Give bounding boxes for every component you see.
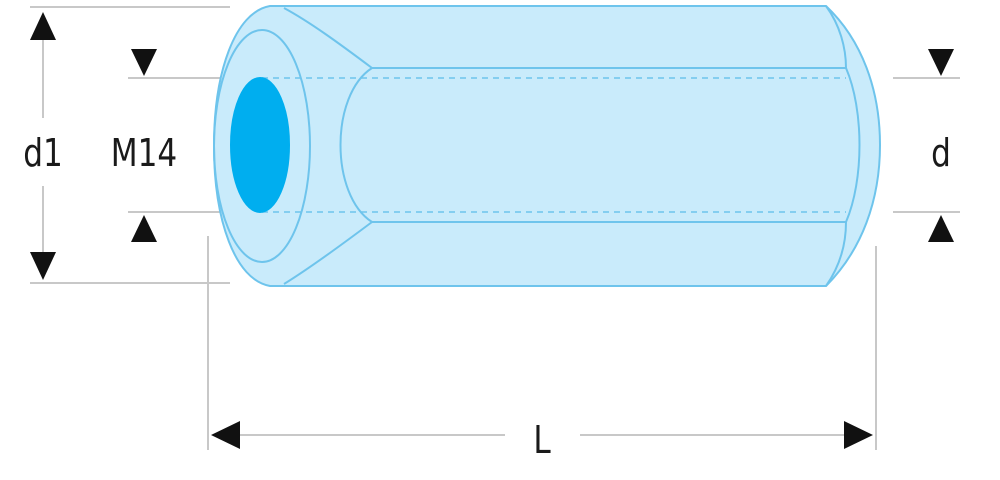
l-arrow-left	[211, 421, 240, 449]
d1-arrow-up	[30, 12, 56, 40]
l-label-background	[505, 410, 580, 460]
l-label: L	[533, 419, 551, 463]
d-label: d	[931, 132, 951, 176]
arrowheads	[30, 12, 954, 449]
d-arrow-up	[928, 215, 954, 242]
dimension-lines	[30, 6, 960, 450]
chamfer-top	[283, 7, 373, 69]
end-face-ring	[213, 29, 311, 263]
d1-label: d1	[23, 132, 63, 176]
d-arrow-down	[928, 49, 954, 76]
m14-arrow-up	[131, 215, 157, 242]
coupling-nut-body	[212, 5, 882, 287]
body-silhouette	[212, 5, 882, 287]
m14-arrow-down	[131, 49, 157, 76]
d1-arrow-down	[30, 252, 56, 280]
hex-end-curve-top	[825, 5, 847, 69]
threaded-bore	[230, 77, 290, 213]
hex-end-curve-bottom	[825, 221, 847, 287]
l-arrow-right	[844, 421, 873, 449]
hex-end-curve-middle	[845, 67, 861, 223]
chamfer-face	[339, 67, 373, 223]
chamfer-bottom	[283, 221, 373, 285]
m14-label: M14	[111, 132, 178, 176]
